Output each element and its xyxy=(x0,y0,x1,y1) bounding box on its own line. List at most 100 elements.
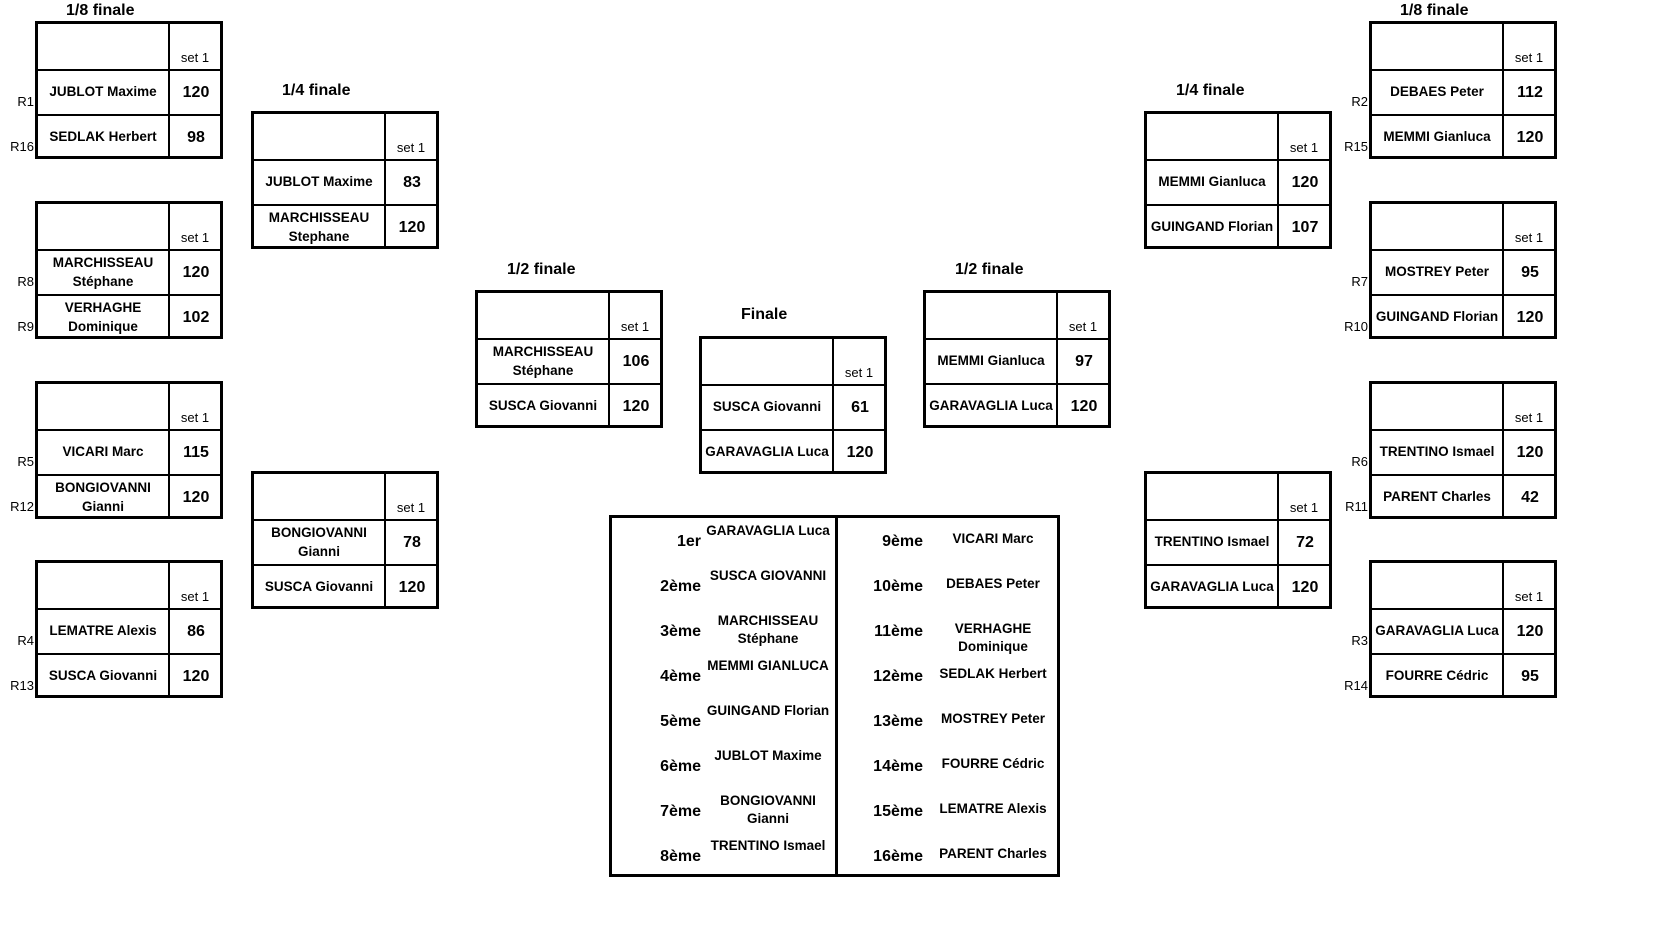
player-score: 120 xyxy=(832,431,886,474)
player-name: GARAVAGLIA Luca xyxy=(929,398,1053,414)
set-label: set 1 xyxy=(384,114,436,159)
player-score: 95 xyxy=(1502,251,1556,294)
player-score: 120 xyxy=(1502,610,1556,653)
ranking-position: 15ème xyxy=(873,803,923,820)
player-name: SUSCA Giovanni xyxy=(712,399,822,415)
header-name-cell xyxy=(702,339,832,384)
set-label: set 1 xyxy=(384,474,436,519)
player-name: MARCHISSEAU Stephane xyxy=(268,210,370,244)
player-score: 107 xyxy=(1277,206,1331,249)
set-label: set 1 xyxy=(1502,24,1554,69)
player-name: GARAVAGLIA Luca xyxy=(705,444,829,460)
player-score: 120 xyxy=(1502,116,1556,159)
ranking-position: 14ème xyxy=(873,758,923,775)
player-name: SEDLAK Herbert xyxy=(49,129,157,145)
match-header: set 1 xyxy=(478,293,660,338)
header-name-cell xyxy=(1372,563,1502,608)
set-label: set 1 xyxy=(168,563,220,608)
ranking-position: 4ème xyxy=(660,668,701,685)
player-name: MEMMI Gianluca xyxy=(937,353,1045,369)
player-name: VICARI Marc xyxy=(62,444,144,460)
set-label: set 1 xyxy=(1502,384,1554,429)
player-name: DEBAES Peter xyxy=(1390,84,1484,100)
match-header: set 1 xyxy=(1372,24,1554,69)
header-name-cell xyxy=(38,24,168,69)
player-score: 120 xyxy=(384,566,438,609)
player-name: GUINGAND Florian xyxy=(1150,219,1274,235)
player-score: 61 xyxy=(832,386,886,429)
player-row: SUSCA Giovanni 120 xyxy=(254,564,436,609)
ranking-name: JUBLOT Maxime xyxy=(714,748,822,763)
player-score: 97 xyxy=(1056,340,1110,383)
player-score: 86 xyxy=(168,610,222,653)
header-name-cell xyxy=(1147,474,1277,519)
player-score: 102 xyxy=(168,296,222,339)
ranking-divider xyxy=(835,518,838,874)
player-name: MOSTREY Peter xyxy=(1384,264,1490,280)
header-name-cell xyxy=(38,384,168,429)
player-score: 83 xyxy=(384,161,438,204)
player-row: MOSTREY Peter 95 xyxy=(1372,249,1554,294)
player-score: 120 xyxy=(1277,161,1331,204)
player-name: BONGIOVANNI Gianni xyxy=(271,525,367,559)
player-name: MARCHISSEAU Stéphane xyxy=(492,344,594,378)
title-left-eighth: 1/8 finale xyxy=(66,2,135,19)
player-name: GUINGAND Florian xyxy=(1375,309,1499,325)
header-name-cell xyxy=(478,293,608,338)
player-name: SUSCA Giovanni xyxy=(264,579,374,595)
header-name-cell xyxy=(1372,24,1502,69)
player-name: TRENTINO Ismael xyxy=(1154,534,1270,550)
header-name-cell xyxy=(926,293,1056,338)
header-name-cell xyxy=(1372,384,1502,429)
player-name: SUSCA Giovanni xyxy=(488,398,598,414)
ranking-position: 8ème xyxy=(660,848,701,865)
ranking-name: VICARI Marc xyxy=(952,531,1034,546)
set-label: set 1 xyxy=(168,24,220,69)
title-right-semi: 1/2 finale xyxy=(955,261,1024,278)
player-score: 120 xyxy=(1277,566,1331,609)
set-label: set 1 xyxy=(1056,293,1108,338)
header-name-cell xyxy=(1147,114,1277,159)
set-label: set 1 xyxy=(608,293,660,338)
set-label: set 1 xyxy=(1502,563,1554,608)
player-name: TRENTINO Ismael xyxy=(1379,444,1495,460)
ranking-position: 2ème xyxy=(660,578,701,595)
match-header: set 1 xyxy=(38,384,220,429)
header-name-cell xyxy=(38,563,168,608)
seed-label: R14 xyxy=(1344,678,1368,693)
seed-label: R12 xyxy=(10,499,34,514)
player-row: SUSCA Giovanni 61 xyxy=(702,384,884,429)
player-name: PARENT Charles xyxy=(1383,489,1491,505)
player-score: 106 xyxy=(608,340,662,383)
ranking-position: 16ème xyxy=(873,848,923,865)
set-label: set 1 xyxy=(1277,474,1329,519)
player-score: 120 xyxy=(1056,385,1110,428)
ranking-name: SEDLAK Herbert xyxy=(939,666,1047,681)
seed-label: R1 xyxy=(17,94,34,109)
ranking-name: MARCHISSEAU Stéphane xyxy=(717,613,819,647)
ranking-position: 12ème xyxy=(873,668,923,685)
ranking-name: PARENT Charles xyxy=(939,846,1047,861)
